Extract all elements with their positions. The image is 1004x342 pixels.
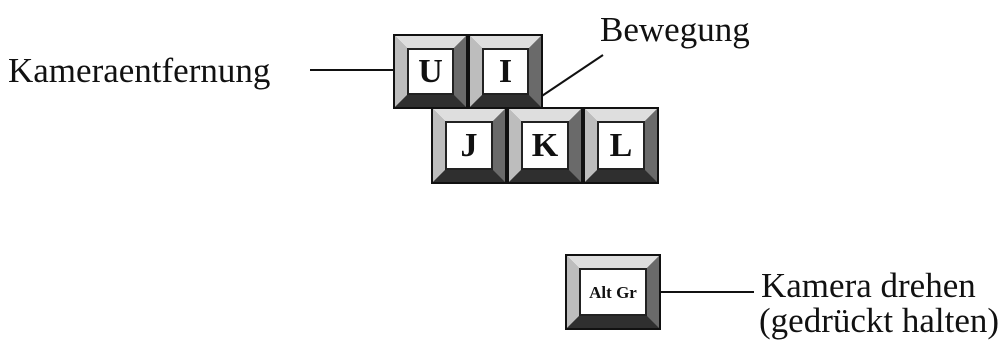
camera-distance-line — [310, 69, 396, 71]
key-i[interactable]: I — [468, 34, 543, 109]
rotate-camera-line — [661, 291, 754, 293]
key-j-label: J — [445, 121, 493, 170]
rotate-camera-label-line2: (gedrückt halten) — [759, 301, 1000, 340]
key-i-label: I — [482, 48, 529, 95]
key-k[interactable]: K — [507, 107, 583, 184]
key-k-label: K — [521, 121, 569, 170]
rotate-camera-label-line1: Kamera drehen — [761, 266, 976, 305]
key-l[interactable]: L — [583, 107, 659, 184]
movement-label: Bewegung — [600, 10, 750, 49]
key-alt-gr[interactable]: Alt Gr — [565, 254, 661, 330]
key-j[interactable]: J — [431, 107, 507, 184]
key-u[interactable]: U — [393, 34, 468, 109]
camera-distance-label: Kameraentfernung — [8, 51, 271, 90]
key-l-label: L — [597, 121, 645, 170]
key-alt-gr-label: Alt Gr — [579, 268, 647, 316]
key-u-label: U — [407, 48, 454, 95]
